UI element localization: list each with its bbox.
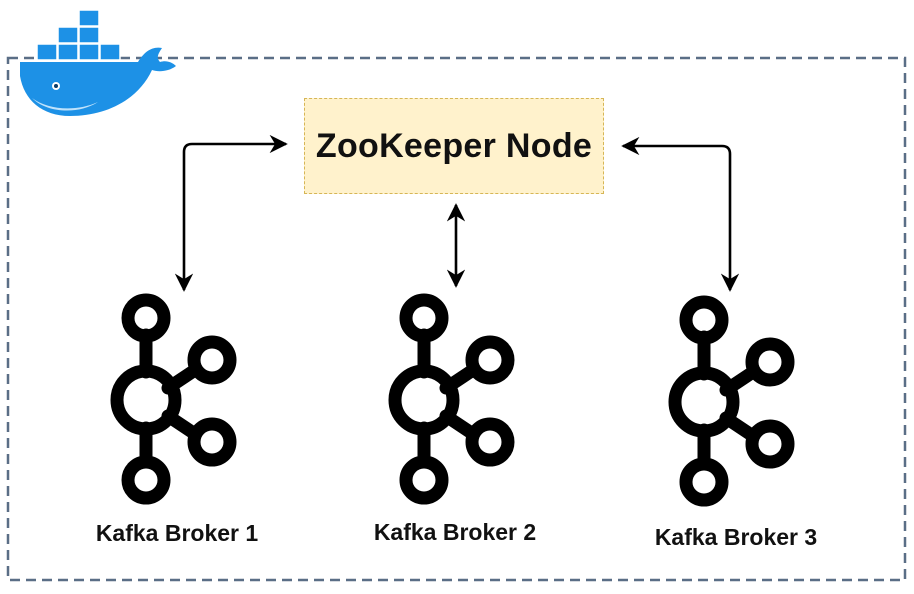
kafka-broker-3-label: Kafka Broker 3 (654, 524, 818, 550)
arrow-zookeeper-broker-3 (621, 136, 740, 292)
zookeeper-node-label: ZooKeeper Node (315, 126, 593, 165)
kafka-broker-2-label: Kafka Broker 2 (373, 519, 537, 545)
kafka-icon (395, 300, 508, 498)
arrow-zookeeper-broker-1 (174, 134, 288, 292)
docker-whale-icon (20, 9, 176, 116)
zookeeper-node: ZooKeeper Node (304, 98, 604, 194)
kafka-icon (117, 300, 230, 498)
container-boundary (6, 56, 907, 582)
kafka-icon (675, 302, 788, 500)
kafka-broker-1-label: Kafka Broker 1 (95, 520, 259, 546)
